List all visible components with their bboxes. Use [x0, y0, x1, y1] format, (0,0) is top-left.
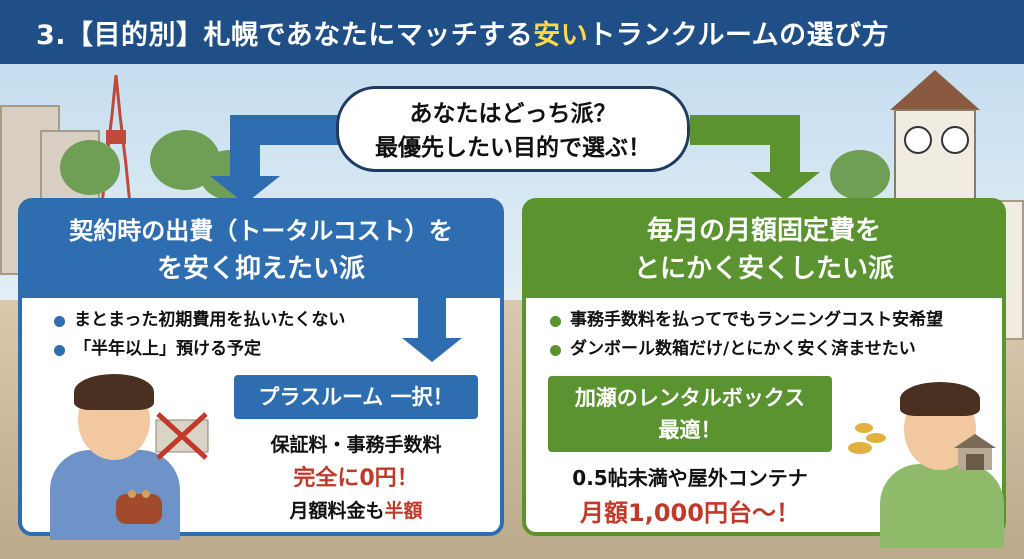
page-title: 3.【目的別】札幌であなたにマッチする安いトランクルームの選び方: [0, 0, 1024, 64]
right-bullet-list: 事務手数料を払ってでもランニングコスト安希望 ダンボール数箱だけ/とにかく安く済…: [548, 306, 943, 364]
tv-tower-icon: [98, 75, 134, 225]
title-highlight: 安い: [533, 19, 589, 51]
right-detail1: 0.5帖未満や屋外コンテナ: [572, 466, 808, 490]
left-down-arrow-head: [402, 338, 462, 362]
question-line2: 最優先したい目的で選ぶ！: [375, 135, 651, 161]
right-arrow-head: [750, 172, 820, 200]
left-heading-line2: を安く抑えたい派: [156, 254, 365, 284]
right-heading-line2: とにかく安くしたい派: [633, 254, 894, 284]
right-detail2: 月額1,000円台～！: [580, 499, 800, 527]
right-heading-line1: 毎月の月額固定費を: [646, 216, 881, 246]
left-detail3-highlight: 半額: [384, 500, 423, 522]
left-connector-down: [230, 115, 260, 185]
worried-person-illustration: [40, 370, 190, 540]
clock-tower-icon: [890, 70, 980, 210]
left-detail2: 完全に0円！: [293, 466, 419, 491]
left-panel-heading: 契約時の出費（トータルコスト）を を安く抑えたい派: [22, 202, 500, 298]
title-prefix: 3.【目的別】札幌であなたにマッチする: [36, 19, 534, 51]
left-recommend-tag: プラスルーム 一択！: [234, 375, 478, 419]
list-item: 「半年以上」預ける予定: [52, 335, 345, 364]
tree: [60, 140, 120, 195]
wallet-icon: [116, 490, 162, 524]
right-recommend-line1: 加瀬のレンタルボックス: [574, 386, 806, 410]
title-suffix: トランクルームの選び方: [588, 19, 890, 51]
left-detail3-prefix: 月額料金も: [289, 500, 385, 522]
list-item: 事務手数料を払ってでもランニングコスト安希望: [548, 306, 943, 335]
person-hair: [900, 382, 980, 416]
happy-person-illustration: [870, 378, 1010, 548]
left-down-arrow: [418, 298, 446, 342]
right-connector-down: [770, 115, 800, 181]
list-item: ダンボール数箱だけ/とにかく安く済ませたい: [548, 335, 943, 364]
left-detail3: 月額料金も半額: [236, 496, 476, 523]
cross-mark-icon: [155, 412, 209, 460]
storage-unit-icon: [954, 434, 996, 470]
tree: [830, 150, 890, 200]
person-hair: [74, 374, 154, 410]
left-bullet-list: まとまった初期費用を払いたくない 「半年以上」預ける予定: [52, 306, 345, 364]
left-heading-line1: 契約時の出費（トータルコスト）を: [69, 217, 453, 245]
question-bubble: あなたはどっち派？ 最優先したい目的で選ぶ！: [336, 86, 690, 172]
person-body: [880, 464, 1004, 548]
person-body: [50, 450, 180, 540]
right-recommend-line2: 最適！: [658, 418, 722, 442]
list-item: まとまった初期費用を払いたくない: [52, 306, 345, 335]
right-recommend-tag: 加瀬のレンタルボックス 最適！: [548, 376, 832, 452]
right-panel-heading: 毎月の月額固定費を とにかく安くしたい派: [526, 202, 1002, 298]
question-line1: あなたはどっち派？: [409, 101, 617, 127]
left-detail1: 保証料・事務手数料: [270, 434, 442, 456]
coins-icon: [848, 423, 886, 454]
